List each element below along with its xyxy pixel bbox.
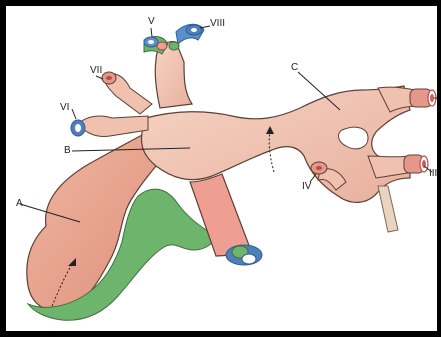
label-iv: IV bbox=[302, 181, 312, 192]
vessel-i-core bbox=[430, 94, 434, 102]
lower-duct-core bbox=[242, 254, 256, 264]
label-a: A bbox=[16, 198, 23, 209]
label-b: B bbox=[64, 145, 71, 156]
leader-vi bbox=[72, 109, 76, 119]
vessel-iv-core bbox=[316, 166, 322, 170]
leader-v bbox=[151, 28, 152, 37]
branch-vi bbox=[78, 116, 148, 137]
vessel-vi-core bbox=[75, 124, 81, 132]
label-iii: III bbox=[429, 168, 437, 179]
label-i: I bbox=[437, 93, 440, 104]
label-vii: VII bbox=[90, 65, 102, 76]
label-c: C bbox=[291, 62, 298, 73]
anatomy-diagram: A B C I III IV V VI VII VIII bbox=[6, 6, 441, 337]
vessel-vii-core bbox=[106, 76, 112, 80]
label-v: V bbox=[148, 16, 155, 27]
vessel-cluster-v-viii bbox=[144, 24, 204, 54]
label-vi: VI bbox=[60, 102, 69, 113]
lower-right-tube bbox=[378, 186, 398, 232]
label-viii: VIII bbox=[210, 18, 225, 29]
